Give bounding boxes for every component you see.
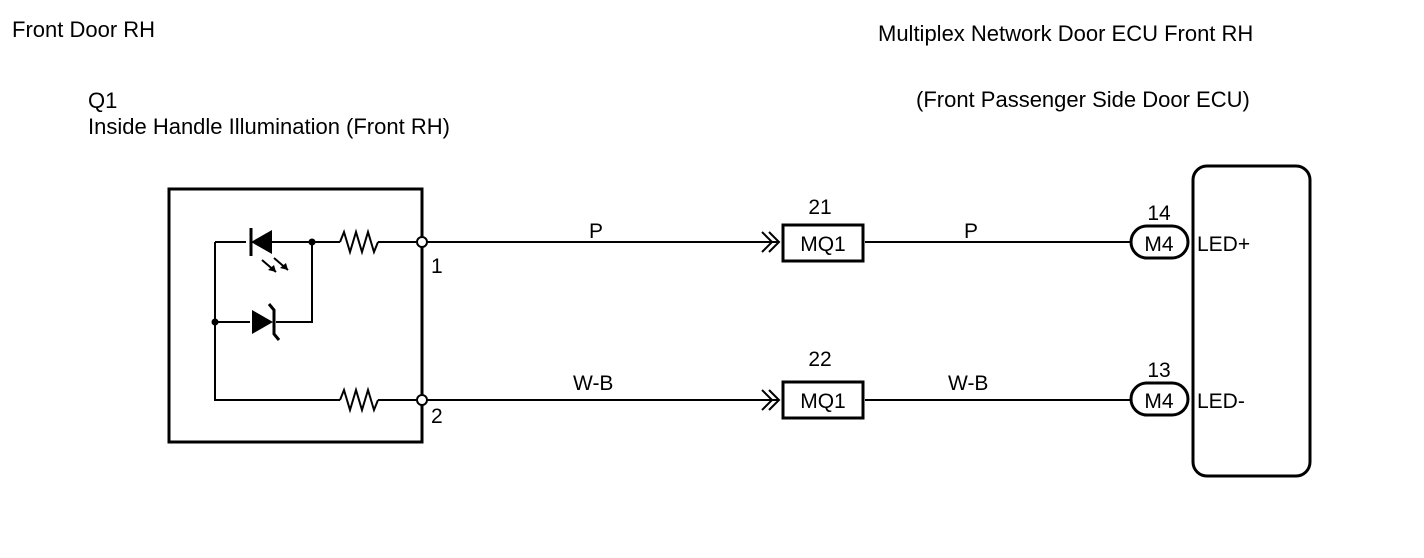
- wire-led-plus: P MQ1 21 P M4 14 LED+: [427, 196, 1250, 263]
- junction-dot: [308, 238, 316, 246]
- wire-color-label: P: [589, 220, 603, 243]
- ecu-connector-label: M4: [1144, 233, 1173, 256]
- component-code: Q1: [88, 88, 117, 113]
- resistor-icon: [339, 228, 379, 256]
- ecu-pin-label: 13: [1147, 359, 1170, 382]
- wire-led-minus: W-B MQ1 22 W-B M4 13 LED-: [427, 348, 1245, 420]
- junction-dot: [211, 318, 219, 326]
- ecu-subtitle: (Front Passenger Side Door ECU): [916, 87, 1250, 112]
- ecu-connector-label: M4: [1144, 390, 1173, 413]
- pin-label-2: 2: [431, 405, 443, 428]
- ecu-title: Multiplex Network Door ECU Front RH: [878, 21, 1253, 46]
- pin-terminal-1: [416, 236, 428, 248]
- ecu-terminal-label: LED+: [1197, 233, 1250, 256]
- ecu-box: [1191, 164, 1312, 478]
- component-name: Inside Handle Illumination (Front RH): [88, 114, 450, 139]
- connector-arrow-icon: [761, 231, 774, 253]
- pin-label-1: 1: [431, 255, 443, 278]
- location-title: Front Door RH: [12, 17, 155, 42]
- resistor-icon: [339, 386, 379, 414]
- component-box: [167, 187, 424, 444]
- led-icon: [249, 228, 289, 273]
- connector-pin-label: 21: [808, 196, 831, 219]
- connector-label: MQ1: [800, 233, 846, 256]
- connector-arrow-icon: [761, 389, 774, 411]
- zener-diode-icon: [252, 303, 281, 341]
- pin-terminal-2: [416, 394, 428, 406]
- ecu-terminal-label: LED-: [1197, 390, 1245, 413]
- ecu-pin-label: 14: [1147, 202, 1171, 225]
- wire-color-label: W-B: [948, 372, 988, 395]
- connector-pin-label: 22: [808, 348, 831, 371]
- wire-color-label: P: [964, 220, 978, 243]
- connector-label: MQ1: [800, 390, 846, 413]
- wire-color-label: W-B: [573, 372, 613, 395]
